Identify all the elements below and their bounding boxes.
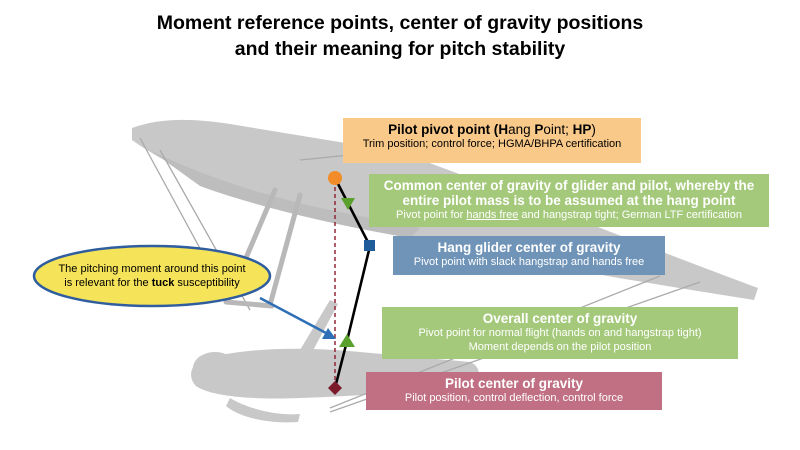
callout-arrow-head xyxy=(322,328,336,339)
callout-arrow-line xyxy=(259,296,327,335)
heading-hp: HP xyxy=(572,122,592,137)
glider-wing-underside xyxy=(150,150,420,238)
subtitle-part: Pivot point for xyxy=(396,209,467,221)
overall-cg-heading: Overall center of gravity xyxy=(482,311,638,326)
overall-cg-subtitle-2: Moment depends on the pilot position xyxy=(468,341,652,353)
base-bar xyxy=(223,299,275,309)
common-cg-marker xyxy=(341,198,355,210)
title-line-1: Moment reference points, center of gravi… xyxy=(156,12,644,34)
downtube-rear xyxy=(267,192,303,308)
common-cg-subtitle: Pivot point for hands free and hangstrap… xyxy=(369,208,769,222)
cg-connection-line xyxy=(333,177,372,389)
heading-part: Pilot pivot point ( xyxy=(388,122,499,137)
callout-bubble xyxy=(32,244,272,308)
common-cg-heading-1: Common center of gravity of glider and p… xyxy=(383,178,755,193)
callout-line-2: is relevant for the tuck susceptibility xyxy=(36,276,268,290)
pilot-pivot-point-box: Pilot pivot point (Hang Point; HP) Trim … xyxy=(343,118,641,163)
common-cg-box: Common center of gravity of glider and p… xyxy=(369,174,769,227)
glider-cg-subtitle: Pivot point with slack hangstrap and han… xyxy=(413,256,645,268)
common-cg-heading-2: entire pilot mass is to be assumed at th… xyxy=(402,193,736,208)
heading-h: H xyxy=(498,122,509,137)
callout-line-1: The pitching moment around this point xyxy=(58,263,246,275)
title-line-2: and their meaning for pitch stability xyxy=(234,38,566,60)
pilot-pivot-point-subtitle: Trim position; control force; HGMA/BHPA … xyxy=(362,138,622,150)
subtitle-part: and hangstrap tight; German LTF certific… xyxy=(518,209,742,221)
glider-cg-marker xyxy=(364,240,375,251)
callout-text: The pitching moment around this point is… xyxy=(36,250,268,302)
pilot-cg-marker xyxy=(328,381,342,395)
pilot-helmet xyxy=(193,352,237,384)
pilot-cg-subtitle: Pilot position, control deflection, cont… xyxy=(404,392,624,404)
hang-point-marker xyxy=(328,171,342,185)
callout-part: is relevant for the xyxy=(64,277,152,289)
subtitle-underlined: hands free xyxy=(466,209,519,221)
heading-part: oint; xyxy=(543,122,573,137)
overall-cg-box: Overall center of gravity Pivot point fo… xyxy=(382,307,738,359)
pilot-cg-box: Pilot center of gravity Pilot position, … xyxy=(366,372,662,410)
glider-cg-heading: Hang glider center of gravity xyxy=(437,240,621,255)
heading-p: P xyxy=(534,122,544,137)
overall-cg-subtitle-1: Pivot point for normal flight (hands on … xyxy=(418,327,702,339)
page-title: Moment reference points, center of gravi… xyxy=(0,10,800,62)
pilot-cg-heading: Pilot center of gravity xyxy=(444,376,584,391)
callout-part: susceptibility xyxy=(174,277,240,289)
pilot-pivot-point-heading: Pilot pivot point (Hang Point; HP) xyxy=(343,122,641,137)
pilot-feet xyxy=(226,398,300,423)
callout-bold-tuck: tuck xyxy=(151,277,175,289)
overall-cg-marker xyxy=(339,334,355,347)
heading-part: ) xyxy=(591,122,596,137)
heading-part: ang xyxy=(508,122,535,137)
glider-cg-box: Hang glider center of gravity Pivot poin… xyxy=(393,236,665,275)
